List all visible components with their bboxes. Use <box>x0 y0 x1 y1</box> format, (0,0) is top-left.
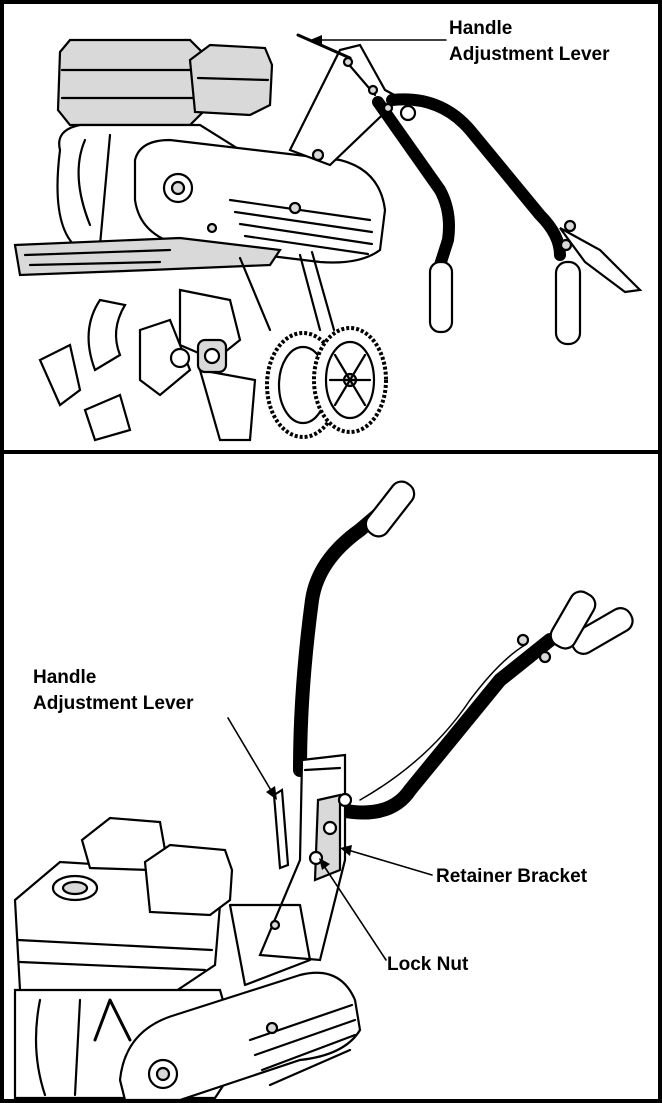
bottom-retainer-bracket <box>313 793 342 882</box>
bottom-handle-callout-line1: Handle <box>33 667 96 688</box>
bottom-retainer-label: Retainer Bracket <box>436 866 588 887</box>
bottom-lock-nut <box>308 850 324 866</box>
bottom-adjustment-lever <box>272 788 290 870</box>
bottom-retainer-arrowhead <box>340 845 352 856</box>
bottom-retainer-leader <box>347 849 433 876</box>
top-belt-cover <box>133 138 387 264</box>
bottom-grip-right <box>570 607 634 655</box>
top-callout-label-line1: Handle <box>449 18 512 39</box>
top-tiller-illustration <box>13 33 643 442</box>
bottom-control-cable <box>359 644 526 801</box>
top-callout-label-line2: Adjustment Lever <box>449 44 610 65</box>
bottom-air-cleaner-cover <box>143 843 234 917</box>
bottom-belt-cover <box>118 971 362 1102</box>
bottom-retainer-bolt-2 <box>322 820 338 836</box>
top-grip-left <box>428 260 454 334</box>
top-handle-tube <box>288 43 402 167</box>
top-adjustment-lever-rod <box>296 33 352 60</box>
top-panel: Handle Adjustment Lever <box>13 18 643 442</box>
top-tines <box>38 288 257 442</box>
top-grip-right <box>554 260 582 346</box>
bottom-handle-callout-line2: Adjustment Lever <box>33 693 194 714</box>
bottom-handle-callout-leader <box>227 717 273 793</box>
top-tine-shield <box>13 236 282 277</box>
top-fuel-tank <box>56 38 207 127</box>
bottom-retainer-bolt-1 <box>337 792 353 808</box>
bottom-locknut-leader <box>323 865 387 961</box>
top-callout-arrowhead <box>310 35 322 45</box>
bottom-tiller-illustration <box>13 480 634 1102</box>
bottom-handle-callout-arrowhead <box>266 786 277 800</box>
bottom-locknut-arrowhead <box>319 858 330 870</box>
bottom-locknut-label: Lock Nut <box>387 954 469 975</box>
top-control-lever <box>559 227 643 294</box>
top-transport-wheels <box>265 326 388 439</box>
bottom-grip-cap <box>549 590 597 650</box>
bottom-grip-left <box>364 480 416 538</box>
bottom-panel: Handle Adjustment Lever Retainer Bracket… <box>13 480 634 1102</box>
